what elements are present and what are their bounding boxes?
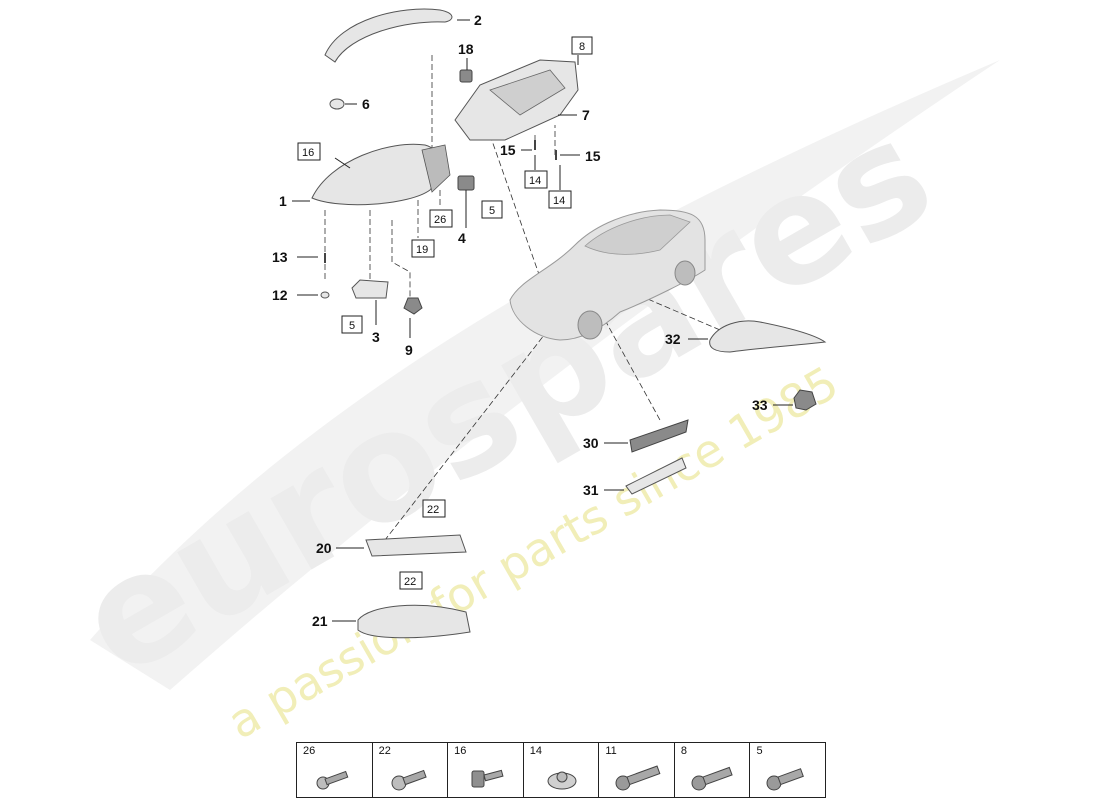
- screw-small-icon: [316, 770, 349, 790]
- side-marker-lens-part: [625, 457, 687, 495]
- clip-part: [459, 69, 473, 83]
- module-part: [351, 279, 389, 299]
- nut-clip-icon: [547, 771, 577, 790]
- headlight-trim-part: [324, 8, 453, 63]
- svg-text:22: 22: [427, 504, 439, 516]
- mirror-indicator-part: [709, 320, 827, 353]
- label-20: 20: [316, 540, 332, 556]
- grommet-part: [320, 291, 330, 299]
- svg-text:22: 22: [404, 576, 416, 588]
- label-15a: 15: [500, 142, 516, 158]
- box-5a: 5: [481, 200, 503, 219]
- legend-cell-26: 26: [297, 743, 373, 797]
- box-5b: 5: [341, 315, 363, 334]
- legend-number: 16: [454, 745, 467, 757]
- bolt-short-icon: [766, 768, 805, 791]
- legend-number: 11: [605, 745, 617, 757]
- screw-flange-icon: [391, 769, 427, 791]
- screw-washer-icon: [471, 769, 504, 788]
- box-16: 16: [297, 142, 321, 161]
- legend-cell-14: 14: [524, 743, 600, 797]
- boxed-references: 8 16 26 5 19 14 14 5 22 22: [297, 36, 593, 590]
- label-18: 18: [458, 41, 474, 57]
- fog-light-frame-part: [357, 604, 471, 639]
- leader-lines: [292, 19, 793, 622]
- legend-number: 22: [378, 745, 391, 757]
- legend-number: 5: [756, 745, 763, 757]
- cap-part: [329, 98, 345, 110]
- car-body-part: [509, 209, 706, 341]
- bolt-medium-icon: [691, 766, 733, 791]
- label-12: 12: [272, 287, 288, 303]
- legend-number: 8: [680, 745, 688, 757]
- legend-cell-22: 22: [373, 743, 449, 797]
- box-22a: 22: [422, 499, 446, 518]
- control-unit-part: [457, 175, 475, 191]
- svg-text:14: 14: [553, 195, 565, 207]
- bulb-holder-part: [793, 389, 817, 411]
- svg-text:8: 8: [579, 41, 585, 53]
- svg-text:14: 14: [529, 175, 541, 187]
- legend-number: 14: [529, 745, 542, 757]
- svg-text:16: 16: [302, 147, 314, 159]
- label-2: 2: [474, 12, 482, 28]
- label-3: 3: [372, 329, 380, 345]
- box-19: 19: [411, 239, 435, 258]
- label-7: 7: [582, 107, 590, 123]
- box-14a: 14: [524, 170, 548, 189]
- label-21: 21: [312, 613, 328, 629]
- svg-text:5: 5: [489, 205, 495, 217]
- legend-cell-11: 11: [599, 743, 675, 797]
- side-marker-part: [629, 419, 689, 453]
- label-1: 1: [279, 193, 287, 209]
- label-4: 4: [458, 230, 466, 246]
- fastener-legend: 26 22 16 14 11 8: [296, 742, 826, 798]
- label-9: 9: [405, 342, 413, 358]
- label-15b: 15: [585, 148, 601, 164]
- label-13: 13: [272, 249, 288, 265]
- legend-cell-8: 8: [675, 743, 751, 797]
- box-14b: 14: [548, 190, 572, 209]
- svg-text:26: 26: [434, 214, 446, 226]
- box-26: 26: [429, 209, 453, 228]
- bolt-long-icon: [615, 765, 661, 791]
- svg-text:19: 19: [416, 244, 428, 256]
- legend-cell-5: 5: [750, 743, 825, 797]
- label-31: 31: [583, 482, 599, 498]
- svg-text:5: 5: [349, 320, 355, 332]
- legend-number: 26: [303, 745, 316, 757]
- label-32: 32: [665, 331, 681, 347]
- box-8: 8: [571, 36, 593, 55]
- box-22b: 22: [399, 571, 423, 590]
- label-6: 6: [362, 96, 370, 112]
- legend-cell-16: 16: [448, 743, 524, 797]
- fog-light-part: [365, 534, 467, 557]
- label-30: 30: [583, 435, 599, 451]
- socket-part: [403, 297, 423, 315]
- watermark: eurospares a passion for parts since 198…: [51, 60, 1000, 750]
- headlight-lens-part: [311, 143, 440, 206]
- label-33: 33: [752, 397, 768, 413]
- part-number-labels: 2 18 6 7 1 13 12 3 9 4 15 15 32 33 30 31…: [272, 12, 768, 629]
